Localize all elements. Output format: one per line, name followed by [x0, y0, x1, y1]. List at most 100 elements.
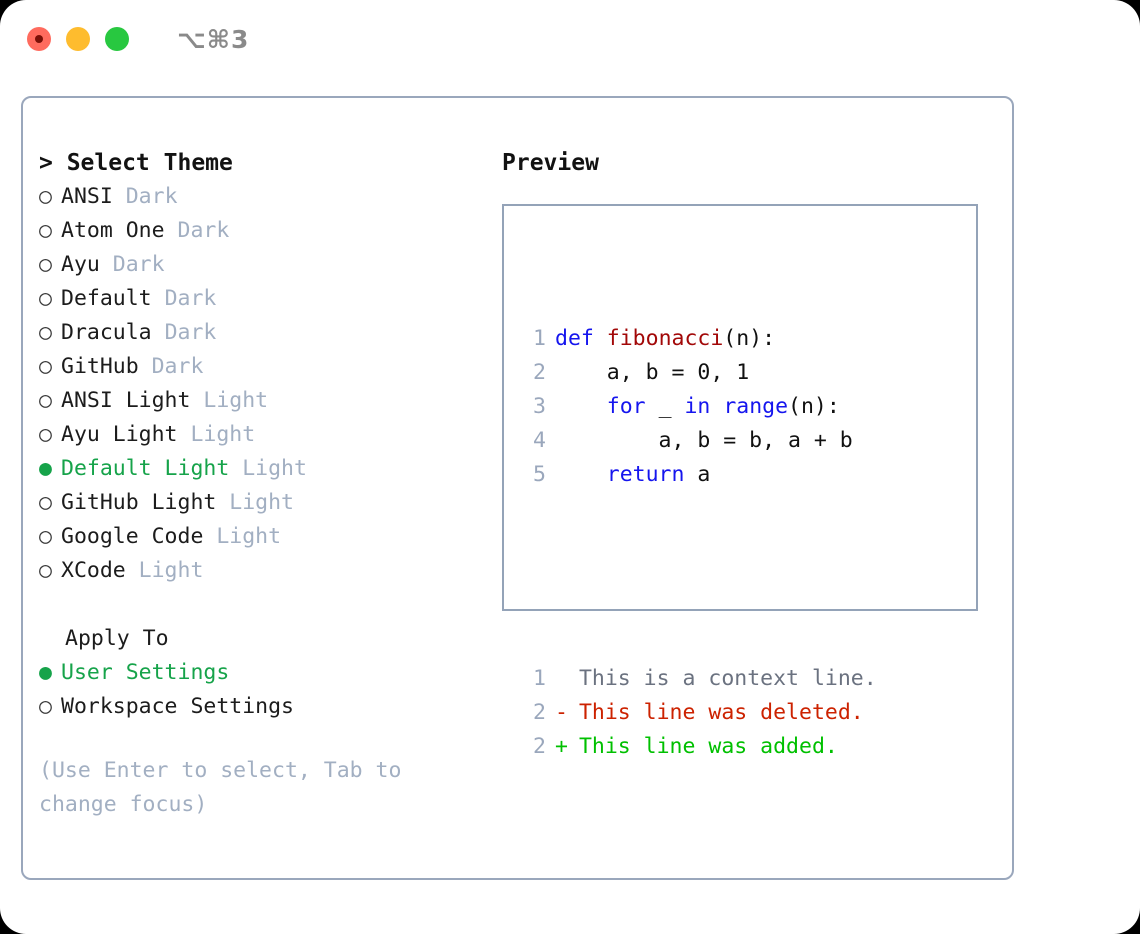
code-token: def	[555, 326, 594, 351]
diff-line-del: 2- This line was deleted.	[518, 696, 877, 730]
close-button[interactable]	[27, 27, 51, 51]
radio-unselected-icon: ○	[39, 490, 52, 515]
code-token	[555, 390, 607, 424]
diff-line-ctx: 1 This is a context line.	[518, 662, 877, 696]
theme-option-label: Ayu Light	[61, 422, 191, 447]
radio-unselected-icon: ○	[39, 524, 52, 549]
diff-text: This line was deleted.	[566, 700, 864, 725]
theme-variant-tag: Dark	[151, 354, 204, 379]
radio-unselected-icon: ○	[39, 320, 52, 345]
main-panel: > Select Theme ○ANSI Dark○Atom One Dark○…	[21, 96, 1014, 880]
code-diff-separator	[518, 560, 877, 594]
code-token: (n):	[788, 394, 840, 419]
apply-to-option-user-settings[interactable]: ● User Settings	[39, 656, 489, 690]
theme-option-label: Dracula	[61, 320, 165, 345]
keyboard-shortcut-label: ⌥⌘3	[177, 24, 250, 54]
line-number: 1	[533, 326, 546, 351]
theme-variant-tag: Dark	[112, 252, 165, 277]
theme-option-label: Default Light	[61, 456, 243, 481]
diff-sign	[555, 662, 566, 696]
code-token: return	[606, 462, 685, 487]
theme-selector-column: > Select Theme ○ANSI Dark○Atom One Dark○…	[39, 146, 489, 822]
select-theme-heading: > Select Theme	[39, 150, 233, 176]
diff-sign: -	[555, 700, 568, 725]
apply-to-list: ● User Settings ○Workspace Settings	[39, 656, 489, 724]
radio-unselected-icon: ○	[39, 558, 52, 583]
apply-to-option-workspace-settings[interactable]: ○Workspace Settings	[39, 690, 489, 724]
theme-option-label: Atom One	[61, 218, 178, 243]
theme-option-github[interactable]: ○GitHub Dark	[39, 350, 489, 384]
preview-heading: Preview	[502, 150, 599, 176]
code-token: range	[723, 394, 789, 419]
theme-option-default-light[interactable]: ● Default Light Light	[39, 452, 489, 486]
theme-variant-tag: Dark	[177, 218, 230, 243]
theme-option-dracula[interactable]: ○ Dracula Dark	[39, 316, 489, 350]
theme-variant-tag: Light	[203, 388, 269, 413]
theme-variant-tag: Light	[190, 422, 256, 447]
theme-list: ○ANSI Dark○Atom One Dark○Ayu Dark○Defaul…	[39, 180, 489, 588]
theme-option-xcode[interactable]: ○ XCode Light	[39, 554, 489, 588]
diff-sign: +	[555, 734, 568, 759]
code-token: fibonacci	[606, 326, 724, 351]
line-number: 2	[533, 700, 546, 725]
radio-selected-icon: ●	[39, 456, 52, 481]
line-number: 4	[533, 428, 546, 453]
theme-variant-tag: Dark	[125, 184, 178, 209]
code-line: 5 return a	[518, 458, 877, 492]
minimize-button[interactable]	[66, 27, 90, 51]
code-token: in	[684, 394, 711, 419]
apply-to-option-label: Workspace Settings	[61, 694, 294, 719]
theme-option-atom-one[interactable]: ○Atom One Dark	[39, 214, 489, 248]
diff-line-add: 2+ This line was added.	[518, 730, 877, 764]
diff-text: This is a context line.	[566, 666, 877, 691]
line-number: 1	[533, 666, 546, 691]
theme-option-label: XCode	[61, 558, 139, 583]
line-number: 5	[533, 462, 546, 487]
theme-option-label: Google Code	[61, 524, 217, 549]
theme-option-ansi-light[interactable]: ○ANSI Light Light	[39, 384, 489, 418]
theme-option-label: GitHub Light	[61, 490, 230, 515]
keyboard-hint-text: (Use Enter to select, Tab to change focu…	[39, 758, 415, 817]
maximize-button[interactable]	[105, 27, 129, 51]
radio-unselected-icon: ○	[39, 422, 52, 447]
line-number: 2	[533, 734, 546, 759]
code-token: a, b = 0, 1	[555, 360, 750, 385]
theme-variant-tag: Light	[216, 524, 282, 549]
theme-option-ayu-light[interactable]: ○ Ayu Light Light	[39, 418, 489, 452]
code-token: a, b = b, a + b	[555, 428, 853, 453]
theme-option-github-light[interactable]: ○GitHub Light Light	[39, 486, 489, 520]
theme-option-google-code[interactable]: ○ Google Code Light	[39, 520, 489, 554]
code-line: 3 for _ in range(n):	[518, 390, 877, 424]
apply-to-heading: Apply To	[65, 626, 169, 651]
code-token	[594, 322, 607, 356]
theme-option-label: ANSI Light	[61, 388, 204, 413]
code-token	[555, 458, 607, 492]
theme-option-ayu[interactable]: ○Ayu Dark	[39, 248, 489, 282]
radio-selected-icon: ●	[39, 660, 52, 685]
window-controls	[27, 27, 129, 51]
theme-option-label: Ayu	[61, 252, 113, 277]
title-bar: ⌥⌘3	[0, 0, 1140, 78]
radio-unselected-icon: ○	[39, 184, 52, 209]
theme-variant-tag: Dark	[164, 286, 217, 311]
theme-variant-tag: Light	[242, 456, 307, 481]
line-number: 3	[533, 394, 546, 419]
theme-option-label: ANSI	[61, 184, 126, 209]
theme-variant-tag: Dark	[164, 320, 217, 345]
code-line: 2 a, b = 0, 1	[518, 356, 877, 390]
radio-unselected-icon: ○	[39, 286, 52, 311]
apply-to-option-label: User Settings	[61, 660, 230, 685]
theme-variant-tag: Light	[138, 558, 204, 583]
code-token: (n):	[723, 326, 776, 351]
theme-option-ansi[interactable]: ○ ANSI Dark	[39, 180, 489, 214]
theme-option-default[interactable]: ○Default Dark	[39, 282, 489, 316]
code-token: for	[606, 394, 646, 419]
code-token: a	[684, 462, 711, 487]
code-line: 1 def fibonacci(n):	[518, 322, 877, 356]
code-token	[710, 390, 723, 424]
code-line: 4 a, b = b, a + b	[518, 424, 877, 458]
